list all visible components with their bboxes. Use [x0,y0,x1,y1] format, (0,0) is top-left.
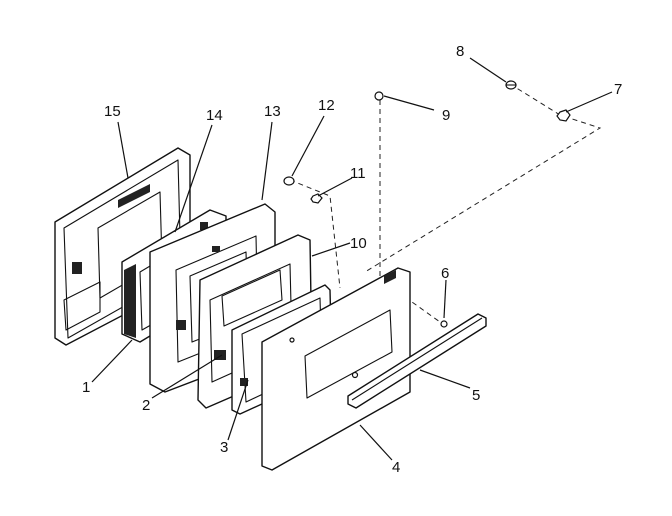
callout-10: 10 [350,235,367,252]
callout-6: 6 [441,265,449,282]
callout-9: 9 [442,107,450,124]
callout-8: 8 [456,43,464,60]
callout-2: 2 [142,397,150,414]
callout-5: 5 [472,387,480,404]
callout-11: 11 [350,165,366,182]
callout-13: 13 [264,103,281,120]
callout-labels: 15 14 13 12 11 10 9 8 7 6 5 4 3 2 1 [82,43,622,476]
callout-7: 7 [614,81,622,98]
callout-3: 3 [220,439,228,456]
part-11-nut [310,193,323,204]
part-4-outer-door-panel [261,267,411,471]
callout-15: 15 [104,103,121,120]
part-12-screw [283,176,295,186]
part-8-screw [505,80,517,90]
callout-leaders [91,57,613,461]
callout-4: 4 [392,459,400,476]
callout-1: 1 [82,379,90,396]
callout-12: 12 [318,97,335,114]
part-7-nut [556,109,571,122]
part-9-screw [374,91,384,101]
callout-14: 14 [206,107,223,124]
part-6-handle-screw [440,320,448,328]
part-5-door-handle [347,313,487,409]
